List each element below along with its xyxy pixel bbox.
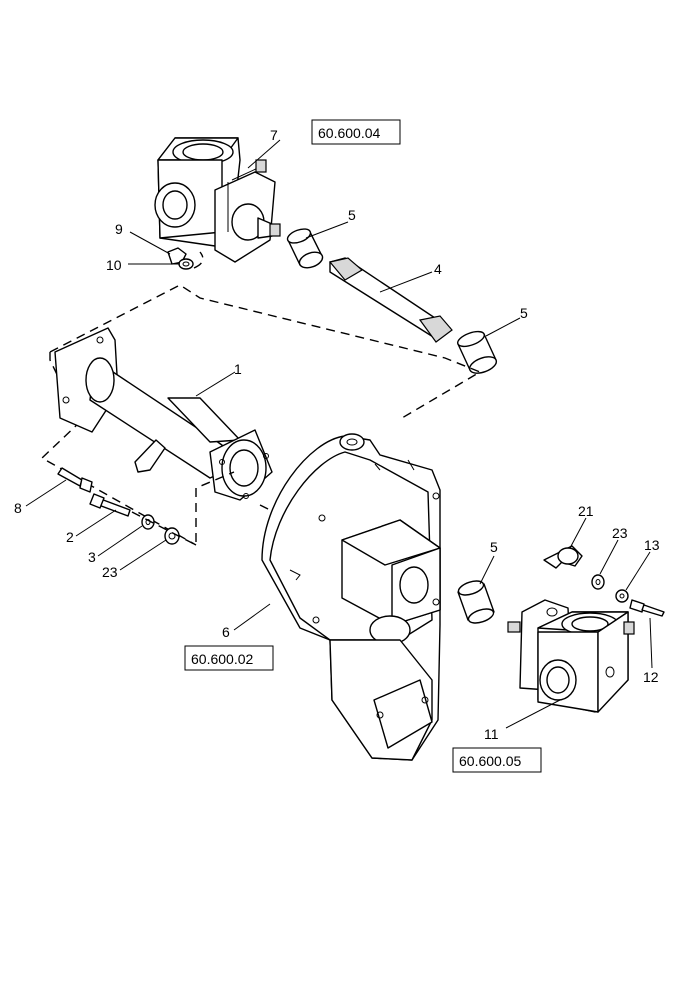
lower-gearbox	[507, 599, 635, 713]
main-housing-6	[261, 433, 441, 761]
callout-3: 3	[88, 549, 96, 565]
leader-lines	[25, 139, 653, 729]
callout-10: 10	[106, 257, 122, 273]
bolt-8	[57, 467, 93, 493]
ref-label-main-housing: 60.600.02	[191, 651, 253, 667]
callout-4: 4	[434, 261, 442, 277]
upper-gearbox	[154, 137, 281, 263]
ref-box-upper-gearbox[interactable]: 60.600.04	[311, 119, 401, 145]
bolt-path	[131, 471, 235, 547]
callout-7: 7	[270, 127, 278, 143]
callout-11: 11	[484, 726, 499, 742]
bolt-2	[89, 493, 131, 517]
tube-1	[54, 327, 273, 501]
ref-label-lower-gearbox: 60.600.05	[459, 753, 521, 769]
washer-23-left	[164, 527, 180, 545]
callout-9: 9	[115, 221, 123, 237]
washer-10	[178, 258, 194, 270]
upper-bolt-path	[193, 251, 204, 269]
callout-1: 1	[234, 361, 242, 377]
clamp-21	[543, 545, 583, 569]
coupling-5-upper	[286, 228, 324, 269]
callout-5-middle: 5	[520, 305, 528, 321]
ref-box-lower-gearbox[interactable]: 60.600.05	[452, 747, 542, 773]
callout-2: 2	[66, 529, 74, 545]
washer-3	[141, 514, 155, 530]
coupling-5-middle	[456, 330, 498, 374]
callout-23-right: 23	[612, 525, 628, 541]
callout-numbers: 7 9 10 5 4 5 1 8 2 3 23 6 5 21 23 13 12 …	[14, 127, 660, 742]
callout-5-lower: 5	[490, 539, 498, 555]
callout-23-left: 23	[102, 564, 118, 580]
callout-13: 13	[644, 537, 660, 553]
ref-label-upper-gearbox: 60.600.04	[318, 125, 380, 141]
callout-6: 6	[222, 624, 230, 640]
callout-8: 8	[14, 500, 22, 516]
callout-21: 21	[578, 503, 594, 519]
coupling-5-lower	[457, 580, 495, 624]
ref-box-main-housing[interactable]: 60.600.02	[184, 645, 274, 671]
washer-23-right	[591, 574, 605, 590]
callout-12: 12	[643, 669, 659, 685]
callout-5-upper: 5	[348, 207, 356, 223]
washer-13	[615, 589, 629, 603]
bolt-12	[629, 599, 665, 617]
shaft-4	[328, 257, 453, 343]
